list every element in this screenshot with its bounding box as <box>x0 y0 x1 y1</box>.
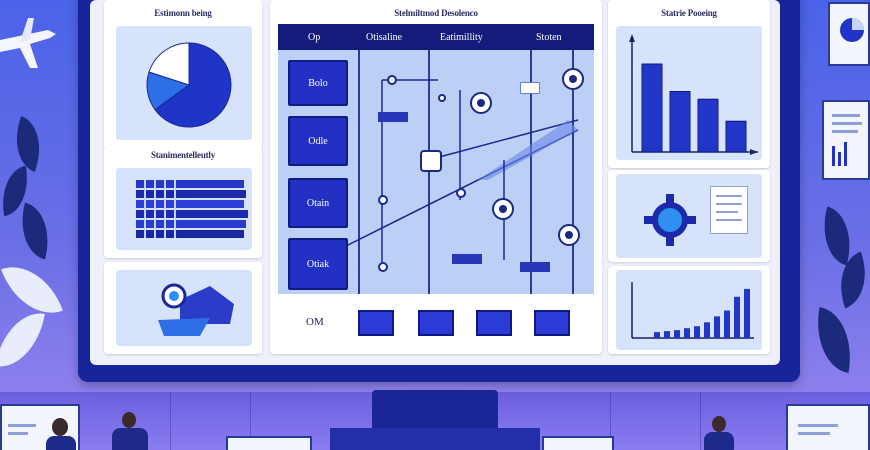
bar <box>725 120 747 153</box>
flag-marker <box>452 254 482 264</box>
flow-node[interactable] <box>438 94 446 102</box>
right-pie-card <box>828 2 870 66</box>
growth-bar <box>724 310 730 338</box>
growth-bar <box>674 330 680 338</box>
flag-marker <box>520 262 550 272</box>
mini-pie-icon <box>840 18 864 42</box>
grid-line <box>428 50 430 294</box>
plant-right <box>800 206 870 400</box>
growth-bar <box>734 296 740 338</box>
growth-bar <box>654 332 660 338</box>
flag-marker <box>378 112 408 122</box>
flow-node[interactable] <box>456 188 466 198</box>
pie-slice <box>154 42 232 128</box>
footer-label: OM <box>306 316 324 328</box>
growth-bar <box>664 331 670 338</box>
footer-square[interactable] <box>476 310 512 336</box>
column-header: Op <box>308 32 321 43</box>
flow-target-node[interactable] <box>558 224 580 246</box>
flow-target-node[interactable] <box>470 92 492 114</box>
bar-chart <box>629 34 758 155</box>
laptop-right <box>786 404 870 450</box>
center-panel-title: Stelmiltmod Desolenco <box>394 8 478 18</box>
monitor-stand <box>372 390 498 434</box>
column-header: Otisaline <box>366 32 403 43</box>
row-button[interactable]: Bolo <box>288 60 348 106</box>
growth-bar <box>684 328 690 338</box>
footer-square[interactable] <box>358 310 394 336</box>
left-top-panel-title: Estimonn being <box>154 8 212 18</box>
footer-square[interactable] <box>418 310 454 336</box>
row-button[interactable]: Otiak <box>288 238 348 290</box>
person-head <box>712 416 726 432</box>
pie-slice <box>148 42 190 86</box>
grid-line <box>572 50 574 294</box>
flow-node[interactable] <box>378 195 388 205</box>
flow-target-node[interactable] <box>492 198 514 220</box>
puzzle-icon <box>158 283 234 336</box>
monitor-stand-base <box>330 428 540 450</box>
column-header: Stoten <box>536 32 562 43</box>
document-icon <box>710 186 748 234</box>
note-icon <box>520 82 540 94</box>
row-button[interactable]: Otain <box>288 178 348 228</box>
person-body <box>112 428 148 450</box>
bar <box>641 63 663 153</box>
left-mid-panel-title: Stanimentelleutly <box>150 150 216 160</box>
growth-bar <box>704 322 710 338</box>
airplane-icon <box>0 18 56 68</box>
grid-line <box>530 50 532 294</box>
right-top-panel-title: Statrie Pooeing <box>661 8 717 18</box>
grid-line <box>358 50 360 294</box>
flow-node[interactable] <box>378 262 388 272</box>
stacked-bars <box>136 180 248 244</box>
person-head <box>122 412 136 428</box>
column-header: Eatimillity <box>440 32 483 43</box>
growth-bar <box>694 326 700 338</box>
person-body <box>46 436 76 450</box>
flow-node[interactable] <box>387 75 397 85</box>
person-head <box>52 418 68 436</box>
chat-node-icon[interactable] <box>420 150 442 172</box>
flow-target-node[interactable] <box>562 68 584 90</box>
center-header-bar <box>278 24 594 50</box>
plant-left <box>0 115 70 400</box>
bar <box>697 98 719 153</box>
laptop-center-left <box>226 436 312 450</box>
footer-square[interactable] <box>534 310 570 336</box>
row-button[interactable]: Odle <box>288 116 348 166</box>
pie-chart <box>146 42 232 128</box>
right-doc-card <box>822 100 870 180</box>
person-body <box>704 432 734 450</box>
laptop-center-right <box>542 436 614 450</box>
gear-icon <box>644 194 696 246</box>
growth-bar <box>744 288 750 338</box>
bar <box>669 91 691 153</box>
growth-chart <box>631 282 754 339</box>
growth-bar <box>714 316 720 338</box>
